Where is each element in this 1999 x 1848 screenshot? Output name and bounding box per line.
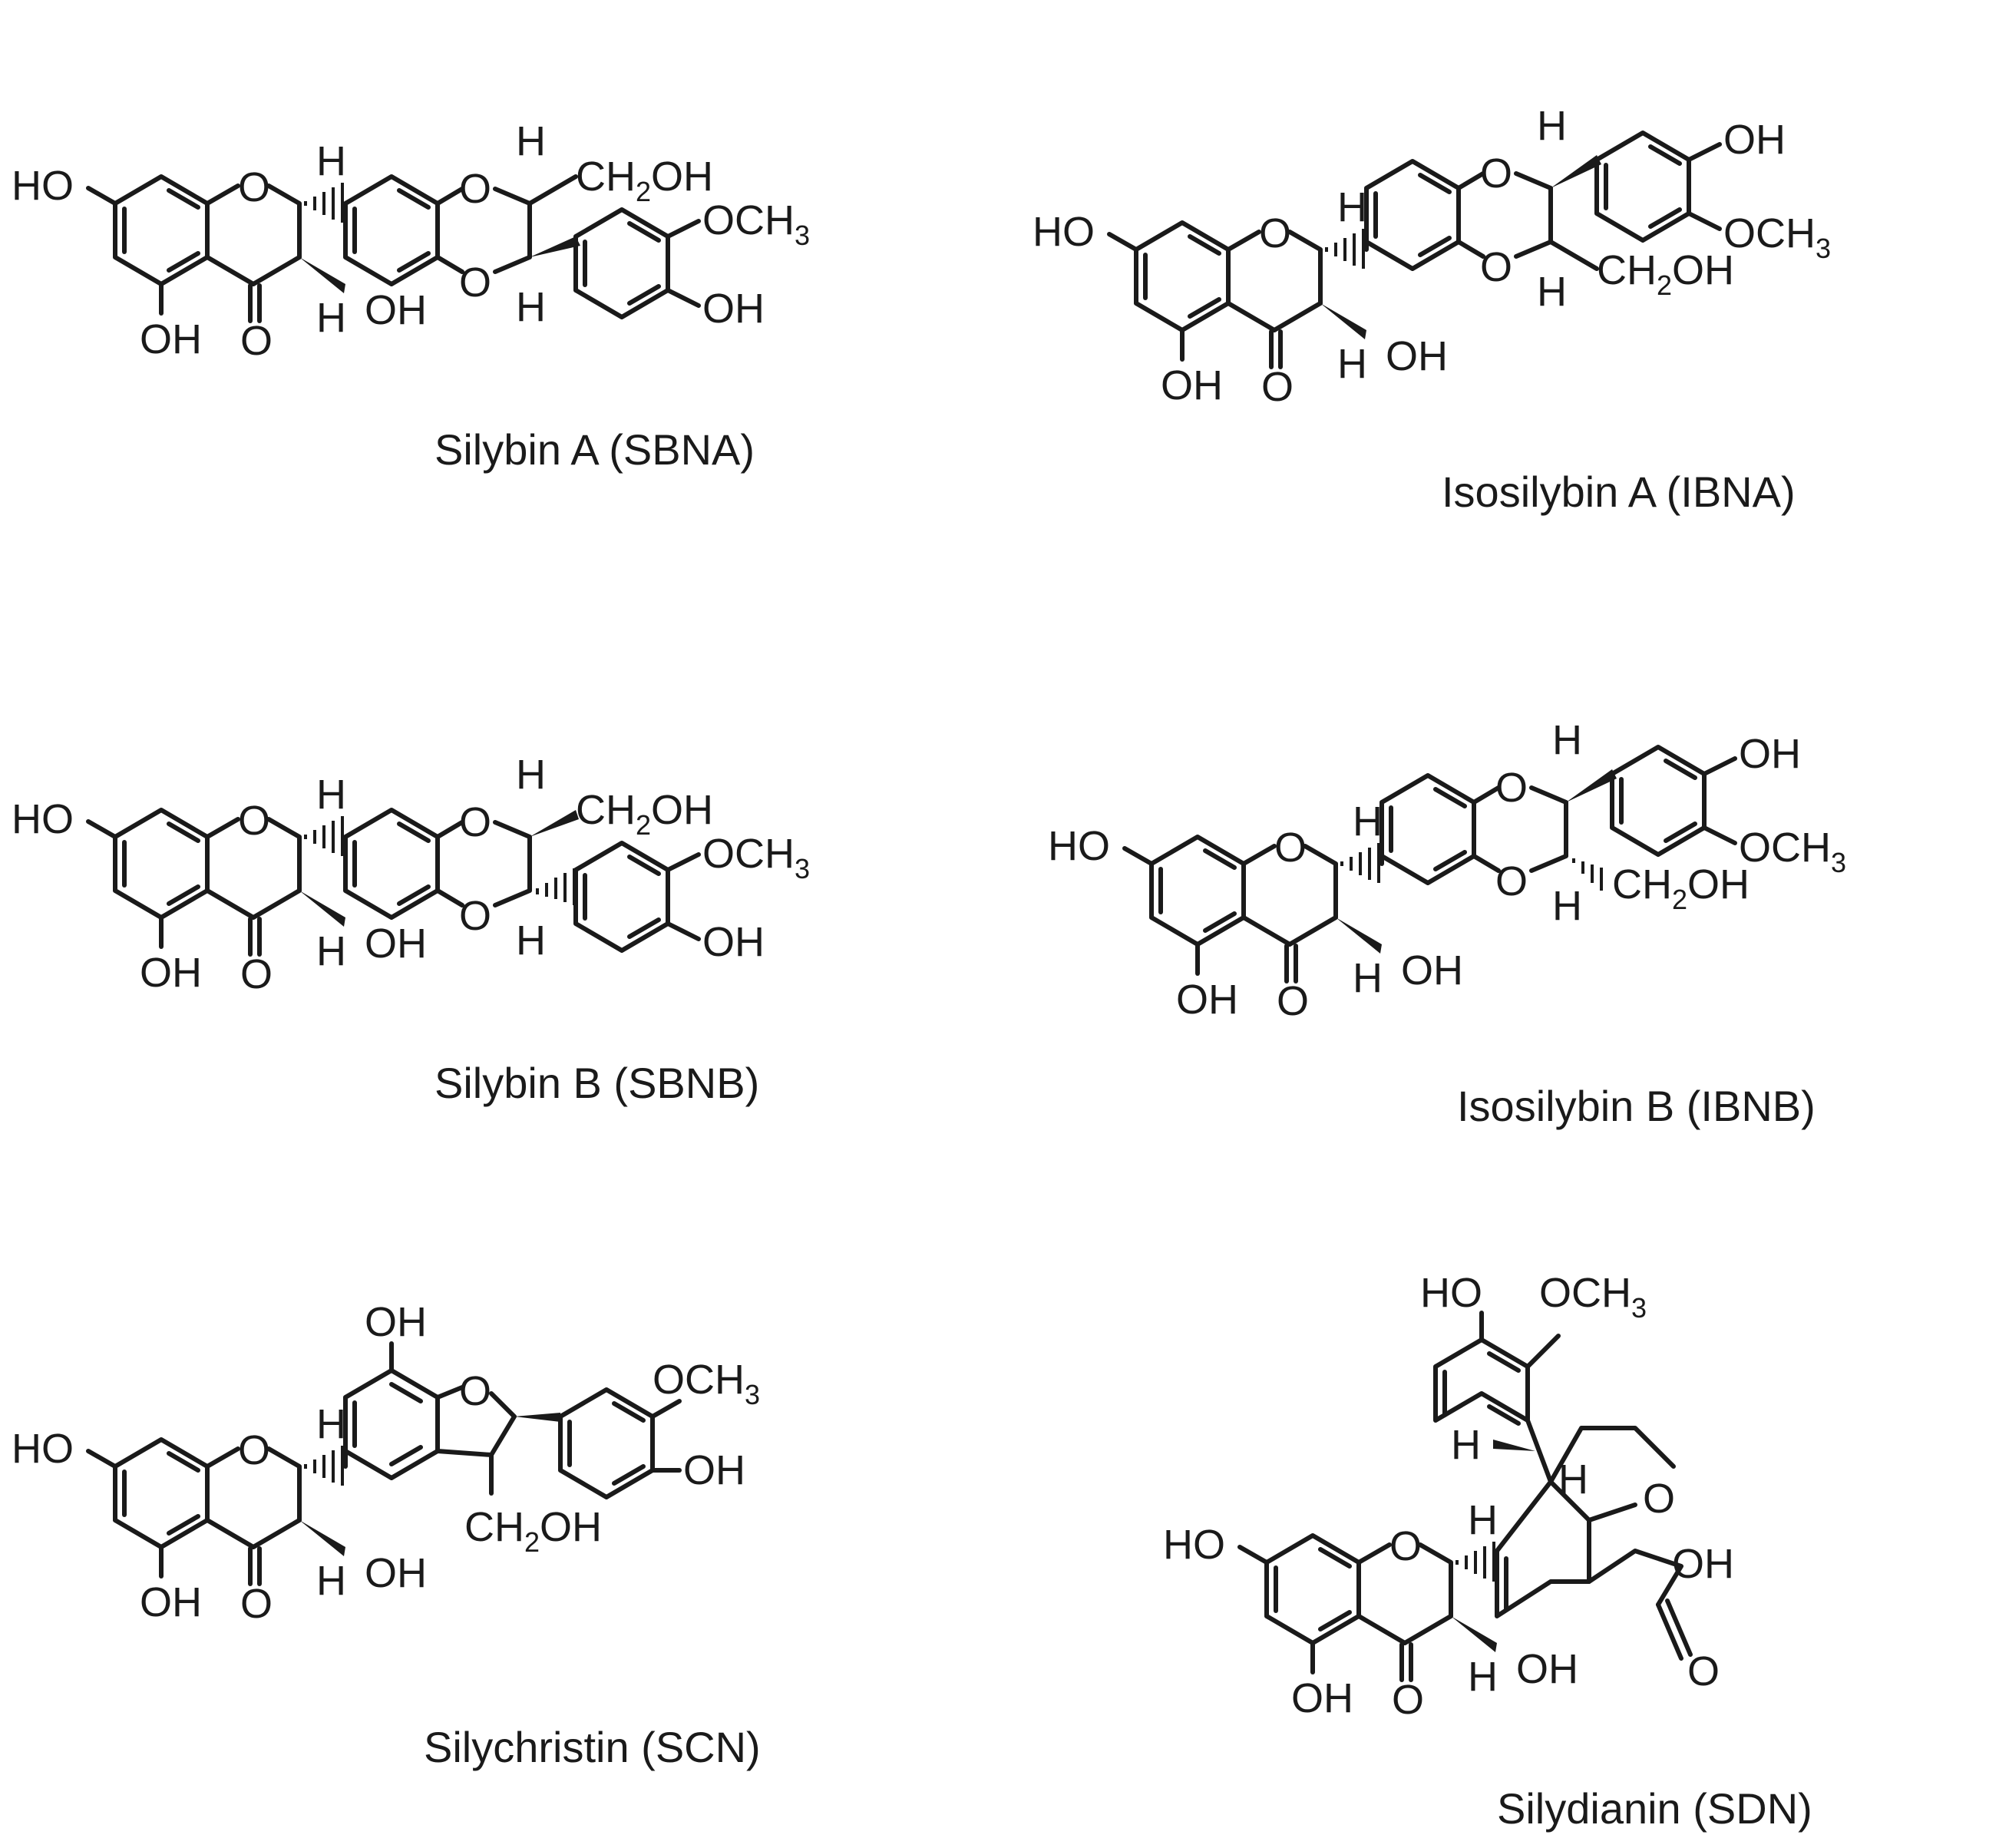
ho-label: HO xyxy=(1048,823,1110,869)
o-label: O xyxy=(240,318,273,364)
o-label: O xyxy=(1643,1476,1675,1522)
o-label: O xyxy=(1495,765,1528,811)
h-label: H xyxy=(516,917,546,964)
h-label: H xyxy=(1468,1654,1498,1700)
och3-label: OCH3 xyxy=(702,197,810,251)
oh-label: OH xyxy=(140,1579,202,1625)
o-label: O xyxy=(459,166,491,212)
compound-name-silybin-b: Silybin B (SBNB) xyxy=(434,1059,759,1107)
o-label: O xyxy=(1480,150,1512,197)
silychristin-structure: HO OH O O H H OH OH O CH2OH OCH3 OH xyxy=(12,1299,760,1627)
h-label: H xyxy=(1337,184,1367,230)
oh-label: OH xyxy=(365,287,427,333)
ho-label: HO xyxy=(1163,1522,1225,1568)
h-label: H xyxy=(1468,1497,1498,1543)
oh-label: OH xyxy=(702,919,765,965)
h-label: H xyxy=(1451,1422,1481,1468)
o-label: O xyxy=(240,951,273,997)
och3-label: OCH3 xyxy=(1739,825,1846,878)
oh-label: OH xyxy=(365,1550,427,1596)
oh-label: OH xyxy=(1291,1675,1353,1721)
o-label: O xyxy=(1389,1523,1422,1569)
oh-label: OH xyxy=(702,286,765,332)
h-label: H xyxy=(1337,341,1367,387)
oh-label: OH xyxy=(365,1299,427,1345)
h-label: H xyxy=(1537,103,1567,149)
och3-label: OCH3 xyxy=(1723,210,1831,264)
o-label: O xyxy=(1392,1677,1424,1723)
oh-label: OH xyxy=(1161,362,1223,408)
oh-label: OH xyxy=(1401,947,1463,993)
ch2oh-label: CH2OH xyxy=(576,154,713,207)
oh-label: OH xyxy=(1176,977,1238,1023)
compound-name-isosilybin-b: Isosilybin B (IBNB) xyxy=(1457,1082,1816,1130)
silybin-b-structure: HO OH O O H H OH O O H H CH2OH OCH3 OH xyxy=(12,752,810,997)
silydianin-structure: HO OH O O H H OH O O OH H H HO OCH3 xyxy=(1163,1270,1734,1723)
h-label: H xyxy=(516,284,546,330)
o-label: O xyxy=(240,1581,273,1627)
h-label: H xyxy=(1353,798,1383,845)
ho-label: HO xyxy=(12,1426,74,1472)
ch2oh-label: CH2OH xyxy=(576,787,713,841)
ch2oh-label: CH2OH xyxy=(464,1504,602,1558)
o-label: O xyxy=(1261,364,1294,410)
ho-label: HO xyxy=(1420,1270,1482,1316)
o-label: O xyxy=(238,164,270,210)
oh-label: OH xyxy=(1516,1646,1578,1692)
o-label: O xyxy=(238,1427,270,1473)
h-label: H xyxy=(1552,717,1582,763)
compound-name-silydianin: Silydianin (SDN) xyxy=(1497,1784,1812,1833)
o-label: O xyxy=(1259,210,1291,256)
h-label: H xyxy=(516,752,546,798)
h-label: H xyxy=(316,138,346,184)
och3-label: OCH3 xyxy=(702,831,810,884)
h-label: H xyxy=(316,1558,346,1604)
isosilybin-b-structure: HO OH O O H H OH O O H H CH2OH OH OCH3 xyxy=(1048,717,1846,1024)
ho-label: HO xyxy=(12,163,74,209)
h-label: H xyxy=(1353,955,1383,1001)
o-label: O xyxy=(238,798,270,844)
o-label: O xyxy=(1687,1648,1720,1694)
ch2oh-label: CH2OH xyxy=(1612,861,1750,915)
ho-label: HO xyxy=(12,796,74,842)
oh-label: OH xyxy=(140,316,202,362)
o-label: O xyxy=(1277,978,1309,1024)
o-label: O xyxy=(1495,858,1528,904)
h-label: H xyxy=(316,295,346,341)
ch2oh-label: CH2OH xyxy=(1597,247,1734,301)
h-label: H xyxy=(1558,1456,1588,1503)
o-label: O xyxy=(1274,825,1307,871)
och3-label: OCH3 xyxy=(1539,1270,1647,1324)
ho-label: HO xyxy=(1033,209,1095,255)
isosilybin-a-structure: HO OH O O H H OH O O H H CH2OH OH OCH3 xyxy=(1033,103,1831,410)
oh-label: OH xyxy=(1386,333,1448,379)
compound-name-silychristin: Silychristin (SCN) xyxy=(424,1723,761,1771)
oh-label: OH xyxy=(683,1447,745,1493)
h-label: H xyxy=(316,1401,346,1447)
h-label: H xyxy=(316,928,346,974)
oh-label: OH xyxy=(1672,1541,1734,1587)
o-label: O xyxy=(1480,244,1512,290)
o-label: O xyxy=(459,799,491,845)
compound-name-silybin-a: Silybin A (SBNA) xyxy=(434,425,755,474)
h-label: H xyxy=(316,772,346,818)
o-label: O xyxy=(459,1368,491,1414)
o-label: O xyxy=(459,893,491,939)
oh-label: OH xyxy=(1739,731,1801,777)
compound-name-isosilybin-a: Isosilybin A (IBNA) xyxy=(1442,468,1796,516)
h-label: H xyxy=(516,118,546,164)
oh-label: OH xyxy=(365,921,427,967)
o-label: O xyxy=(459,260,491,306)
h-label: H xyxy=(1537,269,1567,315)
silybin-a-structure: HO OH O O H H OH O O H H CH2OH OCH3 OH xyxy=(12,118,810,364)
oh-label: OH xyxy=(1723,117,1786,163)
oh-label: OH xyxy=(140,950,202,996)
h-label: H xyxy=(1552,883,1582,929)
och3-label: OCH3 xyxy=(653,1357,760,1410)
